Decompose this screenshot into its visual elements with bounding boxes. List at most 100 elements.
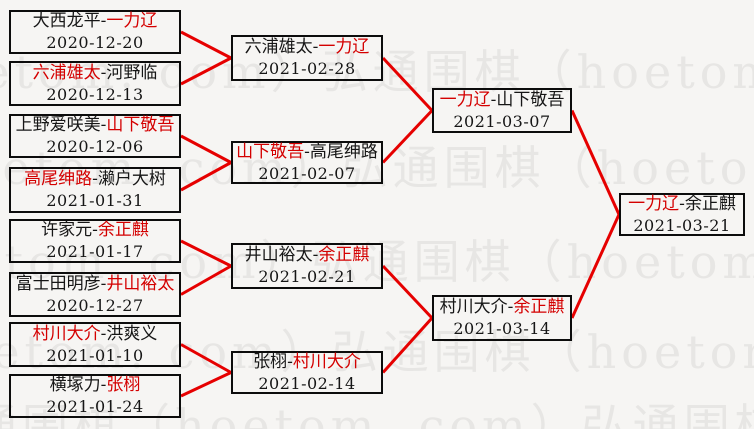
match-box-semifinal-1: 一力辽-山下敬吾 2021-03-07	[432, 88, 572, 133]
player-name: 六浦雄太	[244, 37, 313, 57]
match-date: 2021-02-28	[258, 59, 356, 78]
separator: -	[100, 273, 107, 294]
player-name-winner: 一力辽	[106, 11, 158, 31]
player-name-winner: 余正麒	[513, 297, 565, 317]
player-name: 河野临	[106, 62, 158, 83]
player-name-winner: 余正麒	[318, 245, 370, 265]
match-date: 2021-03-14	[453, 319, 551, 338]
match-date: 2021-01-17	[46, 242, 144, 261]
player-name: 富士田明彦	[15, 273, 101, 294]
match-players: 村川大介-洪爽义	[33, 324, 158, 345]
match-box-round1-5: 许家元-余正麒 2021-01-17	[9, 219, 181, 263]
match-players: 山下敬吾-高尾绅路	[236, 142, 378, 163]
separator: -	[312, 37, 319, 57]
connector-line	[570, 213, 621, 319]
match-date: 2021-03-21	[633, 215, 731, 235]
separator: -	[312, 245, 319, 265]
separator: -	[100, 62, 107, 83]
match-box-round2-1: 六浦雄太-一力辽 2021-02-28	[231, 35, 383, 81]
match-players: 上野爱咲美-山下敬吾	[16, 115, 175, 136]
connector-line	[180, 161, 232, 192]
separator: -	[287, 351, 293, 372]
separator: -	[92, 220, 98, 240]
match-box-round1-8: 横塚力-张栩 2021-01-24	[9, 374, 181, 418]
separator: -	[100, 375, 107, 395]
match-date: 2021-01-24	[46, 397, 144, 416]
match-date: 2020-12-13	[46, 84, 144, 104]
connector-line	[381, 56, 434, 112]
match-box-final: 一力辽-余正麒 2021-03-21	[619, 193, 745, 236]
match-date: 2021-02-21	[258, 267, 356, 286]
match-date: 2021-02-07	[258, 163, 356, 183]
player-name-winner: 井山裕太	[106, 273, 175, 294]
connector-line	[180, 30, 232, 60]
match-date: 2021-03-07	[453, 111, 551, 131]
player-name-winner: 村川大介	[292, 351, 361, 372]
match-box-round1-7: 村川大介-洪爽义 2021-01-10	[9, 322, 181, 367]
connector-line	[381, 264, 434, 320]
watermark-text: 弘通围棋（hoetom. com）	[341, 141, 754, 195]
match-players: 六浦雄太-河野临	[33, 63, 158, 84]
match-players: 一力辽-余正麒	[628, 194, 736, 215]
player-name-winner: 一力辽	[439, 89, 491, 110]
match-players: 富士田明彦-井山裕太	[16, 274, 175, 295]
match-date: 2021-01-31	[46, 191, 144, 210]
connector-line	[381, 109, 434, 164]
match-box-semifinal-2: 村川大介-余正麒 2021-03-14	[432, 295, 572, 341]
player-name: 井山裕太	[244, 245, 313, 265]
connector-line	[180, 264, 232, 296]
player-name-winner: 六浦雄太	[32, 62, 101, 83]
match-players: 一力辽-山下敬吾	[440, 90, 565, 111]
connector-line	[570, 109, 621, 216]
player-name: 高尾绅路	[309, 141, 378, 162]
player-name: 山下敬吾	[496, 89, 565, 110]
player-name: 上野爱咲美	[15, 115, 101, 135]
player-name-winner: 村川大介	[32, 323, 101, 344]
separator: -	[92, 169, 98, 189]
match-players: 六浦雄太-一力辽	[245, 37, 370, 58]
match-players: 横塚力-张栩	[50, 375, 141, 396]
player-name: 濑户大树	[97, 169, 166, 189]
connector-line	[180, 343, 232, 374]
player-name: 洪爽义	[106, 323, 158, 344]
connector-line	[180, 134, 232, 164]
match-box-round1-1: 大西龙平-一力辽 2020-12-20	[9, 10, 181, 54]
player-name-winner: 一力辽	[628, 193, 680, 214]
separator: -	[490, 89, 497, 110]
player-name-winner: 山下敬吾	[236, 141, 305, 162]
match-date: 2020-12-27	[46, 295, 144, 315]
match-players: 许家元-余正麒	[41, 220, 149, 241]
connector-line	[180, 56, 232, 86]
watermark-row: 弘通围棋（hoetom. com）弘通围棋（hoetom. com）弘通围棋（h…	[0, 390, 754, 429]
match-date: 2021-01-10	[46, 345, 144, 365]
match-box-round2-4: 张栩-村川大介 2021-02-14	[231, 351, 383, 394]
separator: -	[304, 141, 310, 162]
player-name: 张栩	[253, 351, 288, 372]
separator: -	[507, 297, 514, 317]
match-date: 2021-02-14	[258, 373, 356, 393]
watermark-text: 弘通围棋（hoetom. com）	[0, 45, 322, 99]
match-players: 张栩-村川大介	[253, 352, 361, 373]
match-box-round1-2: 六浦雄太-河野临 2020-12-13	[9, 61, 181, 106]
player-name-winner: 张栩	[106, 375, 141, 395]
watermark-row: 弘通围棋（hoetom. com）弘通围棋（hoetom. com）弘通围棋（h…	[0, 36, 754, 102]
separator: -	[100, 11, 107, 31]
watermark-text: 弘通围棋（hoetom. com）	[321, 45, 754, 99]
match-players: 大西龙平-一力辽	[33, 11, 158, 32]
match-players: 井山裕太-余正麒	[245, 245, 370, 266]
match-box-round1-4: 高尾绅路-濑户大树 2021-01-31	[9, 167, 181, 213]
player-name-winner: 一力辽	[318, 37, 370, 57]
match-box-round2-3: 井山裕太-余正麒 2021-02-21	[231, 243, 383, 289]
player-name-winner: 余正麒	[97, 220, 149, 240]
player-name: 余正麒	[684, 193, 736, 214]
player-name: 大西龙平	[32, 11, 101, 31]
match-players: 高尾绅路-濑户大树	[24, 169, 166, 190]
player-name-winner: 山下敬吾	[106, 115, 175, 135]
player-name: 村川大介	[439, 297, 508, 317]
separator: -	[100, 323, 107, 344]
player-name: 许家元	[41, 220, 93, 240]
connector-line	[180, 371, 232, 398]
player-name-winner: 高尾绅路	[24, 169, 93, 189]
separator: -	[100, 115, 107, 135]
